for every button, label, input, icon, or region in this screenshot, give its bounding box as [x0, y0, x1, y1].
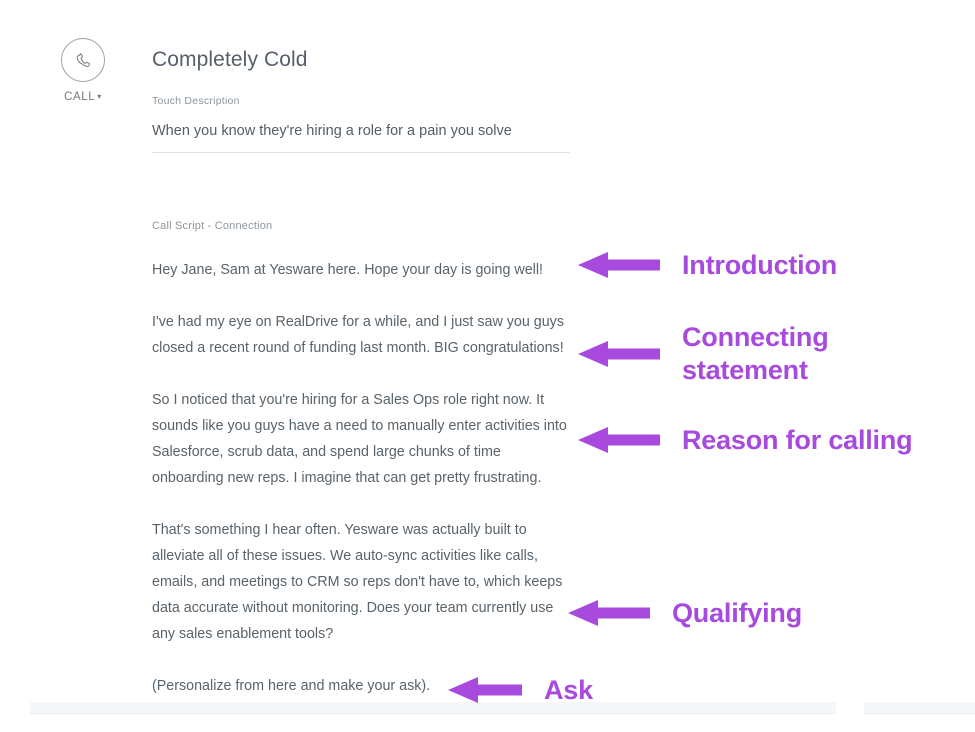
annotation-reason-for-calling: Reason for calling [578, 424, 913, 456]
phone-handset-icon [75, 52, 92, 69]
script-paragraph-reason-for-calling: So I noticed that you're hiring for a Sa… [152, 392, 567, 486]
left-arrow-icon-introduction [578, 252, 660, 278]
annotation-qualifying: Qualifying [568, 597, 802, 629]
left-arrow-icon-connecting-statement [578, 341, 660, 367]
left-arrow-icon-qualifying [568, 600, 650, 626]
annotation-ask: Ask [448, 674, 593, 706]
chevron-down-icon: ▾ [97, 92, 102, 101]
left-arrow-icon-reason-for-calling [578, 427, 660, 453]
annotation-label-qualifying: Qualifying [672, 598, 803, 628]
left-arrow-icon-ask [448, 677, 522, 703]
annotation-label-introduction: Introduction [682, 250, 838, 280]
call-icon-circle[interactable] [61, 38, 105, 82]
annotation-label-ask: Ask [544, 675, 593, 705]
call-script-label: Call Script - Connection [152, 220, 273, 232]
annotation-label-connecting-statement: Connecting statement [682, 322, 829, 385]
annotation-introduction: Introduction [578, 249, 837, 281]
page-title: Completely Cold [152, 48, 308, 71]
touch-description-label: Touch Description [152, 95, 240, 107]
touch-detail-panel: Completely Cold Touch Description When y… [152, 46, 582, 699]
script-paragraph-introduction: Hey Jane, Sam at Yesware here. Hope your… [152, 262, 543, 278]
annotation-connecting-statement: Connecting statement [578, 321, 829, 387]
script-paragraph-ask: (Personalize from here and make your ask… [152, 678, 431, 694]
script-paragraph-connecting-statement: I've had my eye on RealDrive for a while… [152, 314, 564, 356]
panel-bottom-edge [30, 702, 975, 714]
annotation-label-reason-for-calling: Reason for calling [682, 425, 913, 455]
panel-bottom-edge-gap [836, 702, 864, 714]
touch-type-selector[interactable]: CALL▾ [52, 38, 114, 103]
call-label-text: CALL [64, 91, 96, 103]
call-script-body[interactable]: Hey Jane, Sam at Yesware here. Hope your… [152, 257, 582, 699]
call-type-label[interactable]: CALL▾ [52, 91, 114, 103]
touch-description-input[interactable]: When you know they're hiring a role for … [152, 121, 570, 153]
script-paragraph-qualifying: That's something I hear often. Yesware w… [152, 522, 563, 642]
